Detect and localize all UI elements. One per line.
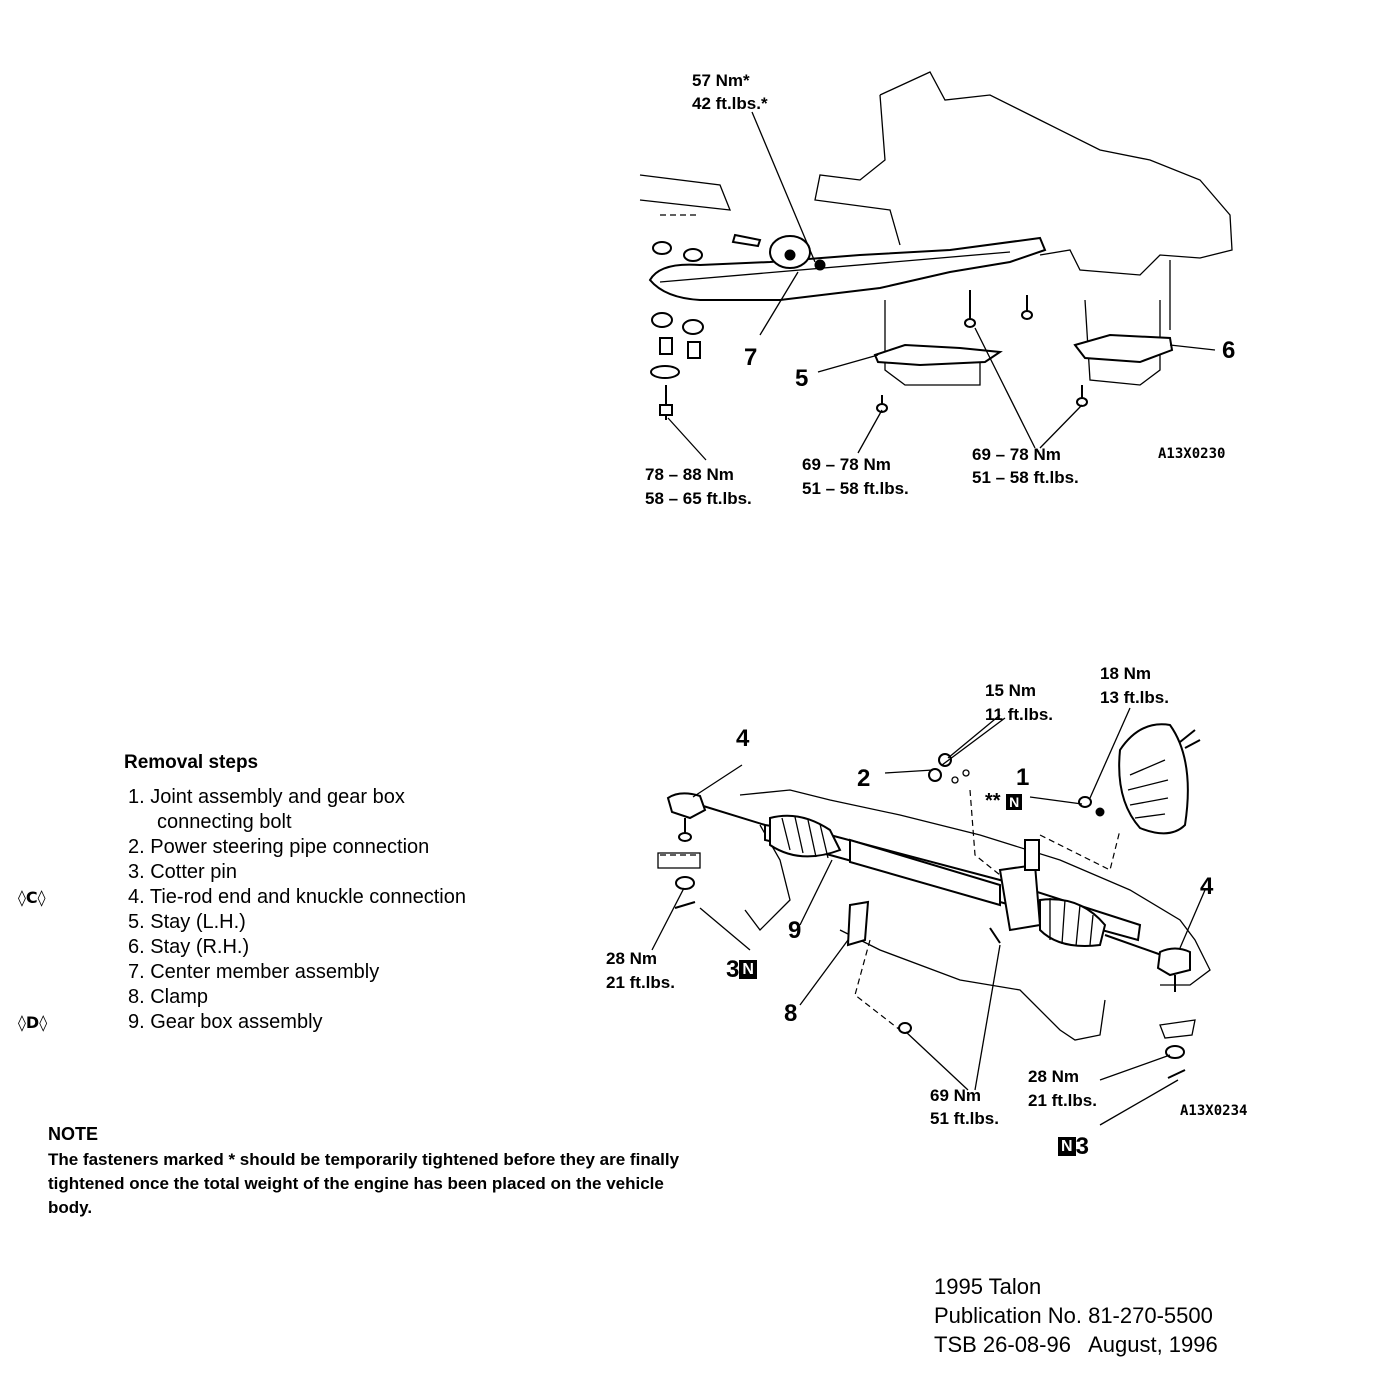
callout-8: 8 — [784, 1000, 798, 1027]
removal-step-1: 1. Joint assembly and gear box — [128, 785, 466, 810]
callout-1: 1 — [1016, 764, 1030, 791]
step-text-cont: connecting bolt — [157, 811, 292, 833]
callout-9: 9 — [788, 917, 802, 944]
torque-label-mid-nm: 69 – 78 Nm — [802, 455, 891, 474]
removal-step-2: 2. Power steering pipe connection — [128, 835, 466, 860]
callout-4-right: 4 — [1200, 873, 1214, 900]
torque-label-mid-ftlbs: 51 – 58 ft.lbs. — [802, 479, 909, 498]
asterisk-text: ** — [985, 790, 1001, 812]
step-text: 8. Clamp — [128, 986, 209, 1008]
gear-box-diagram — [651, 707, 1211, 1126]
callout-5: 5 — [795, 365, 809, 392]
torque-label-18-nm: 18 Nm — [1100, 664, 1152, 683]
callout-2: 2 — [857, 765, 871, 792]
publication-footer: 1995 Talon Publication No. 81-270-5500 T… — [934, 1272, 1218, 1359]
footer-tsb: TSB 26-08-96 August, 1996 — [934, 1332, 1218, 1357]
figure-id-1: A13X0230 — [1158, 446, 1226, 462]
note-heading: NOTE — [48, 1124, 99, 1144]
leader-lines — [667, 111, 1216, 461]
figure-id-2: A13X0234 — [1180, 1103, 1248, 1119]
center-member-diagram — [639, 71, 1233, 461]
step-text: 6. Stay (R.H.) — [128, 936, 250, 958]
stay-lh-part — [873, 343, 1003, 367]
torque-label-left-nm: 78 – 88 Nm — [645, 465, 734, 484]
torque-label-28-left-nm: 28 Nm — [606, 949, 658, 968]
removal-step-4: 4. Tie-rod end and knuckle connection — [128, 885, 466, 910]
center-member-part — [648, 233, 1047, 301]
footer-model: 1995 Talon — [934, 1274, 1042, 1299]
removal-step-9: 9. Gear box assembly — [128, 1010, 466, 1035]
callout-4-left: 4 — [736, 725, 750, 752]
service-point-mark-d: ◊D◊ — [18, 1013, 48, 1032]
tie-rod-ends — [666, 792, 1191, 992]
torque-label-28-right-nm: 28 Nm — [1028, 1067, 1080, 1086]
double-asterisk-mark: ** N — [985, 790, 1023, 812]
removal-step-6: 6. Stay (R.H.) — [128, 935, 466, 960]
engine-outline — [639, 71, 1233, 386]
n-badge-2: N — [739, 960, 757, 979]
step-text: 9. Gear box assembly — [128, 1011, 323, 1033]
note-body: The fasteners marked * should be tempora… — [48, 1150, 680, 1217]
removal-step-1-cont: connecting bolt — [128, 810, 466, 835]
torque-label-right-ftlbs: 51 – 58 ft.lbs. — [972, 468, 1079, 487]
removal-step-7: 7. Center member assembly — [128, 960, 466, 985]
torque-label-center-nm: 57 Nm* — [692, 71, 750, 90]
step-text: 4. Tie-rod end and knuckle connection — [128, 886, 466, 908]
bushing-stack — [650, 241, 704, 420]
step-text: 3. Cotter pin — [128, 861, 237, 883]
footer-publication: Publication No. 81-270-5500 — [934, 1303, 1213, 1328]
n-badge-3: N — [1058, 1137, 1076, 1156]
step-text: 5. Stay (L.H.) — [128, 911, 246, 933]
steering-joint-boot — [1118, 723, 1201, 835]
callout-3-right-text: 3 — [1075, 1133, 1089, 1160]
torque-label-28-right-ftlbs: 21 ft.lbs. — [1028, 1091, 1097, 1110]
callout-3-left-text: 3 — [726, 956, 740, 983]
service-point-mark-c: ◊C◊ — [18, 888, 46, 907]
step-text: 2. Power steering pipe connection — [128, 836, 430, 858]
torque-label-15-ftlbs: 11 ft.lbs. — [985, 705, 1054, 724]
removal-steps-title: Removal steps — [124, 752, 259, 773]
torque-label-center-ftlbs: 42 ft.lbs.* — [692, 94, 768, 113]
n-badge-1: N — [1006, 794, 1023, 810]
stay-rh-part — [1073, 333, 1174, 364]
torque-label-left-ftlbs: 58 – 65 ft.lbs. — [645, 489, 752, 508]
body-outline — [660, 789, 1211, 1041]
torque-label-69-ftlbs: 51 ft.lbs. — [930, 1109, 999, 1128]
removal-steps-list: 1. Joint assembly and gear box connectin… — [128, 785, 466, 1035]
callout-6: 6 — [1222, 337, 1236, 364]
gear-box-part — [699, 804, 1171, 959]
removal-step-5: 5. Stay (L.H.) — [128, 910, 466, 935]
torque-label-28-left-ftlbs: 21 ft.lbs. — [606, 973, 675, 992]
callout-7: 7 — [744, 344, 758, 371]
torque-label-right-nm: 69 – 78 Nm — [972, 445, 1061, 464]
torque-label-18-ftlbs: 13 ft.lbs. — [1100, 688, 1169, 707]
small-fasteners — [657, 753, 1196, 1079]
step-text: 1. Joint assembly and gear box — [128, 786, 405, 808]
torque-label-15-nm: 15 Nm — [985, 681, 1037, 700]
removal-step-3: 3. Cotter pin — [128, 860, 466, 885]
bolts — [876, 290, 1088, 413]
removal-step-8: 8. Clamp — [128, 985, 466, 1010]
torque-label-69-nm: 69 Nm — [930, 1086, 982, 1105]
step-text: 7. Center member assembly — [128, 961, 380, 983]
leader-lines-2 — [651, 707, 1206, 1126]
